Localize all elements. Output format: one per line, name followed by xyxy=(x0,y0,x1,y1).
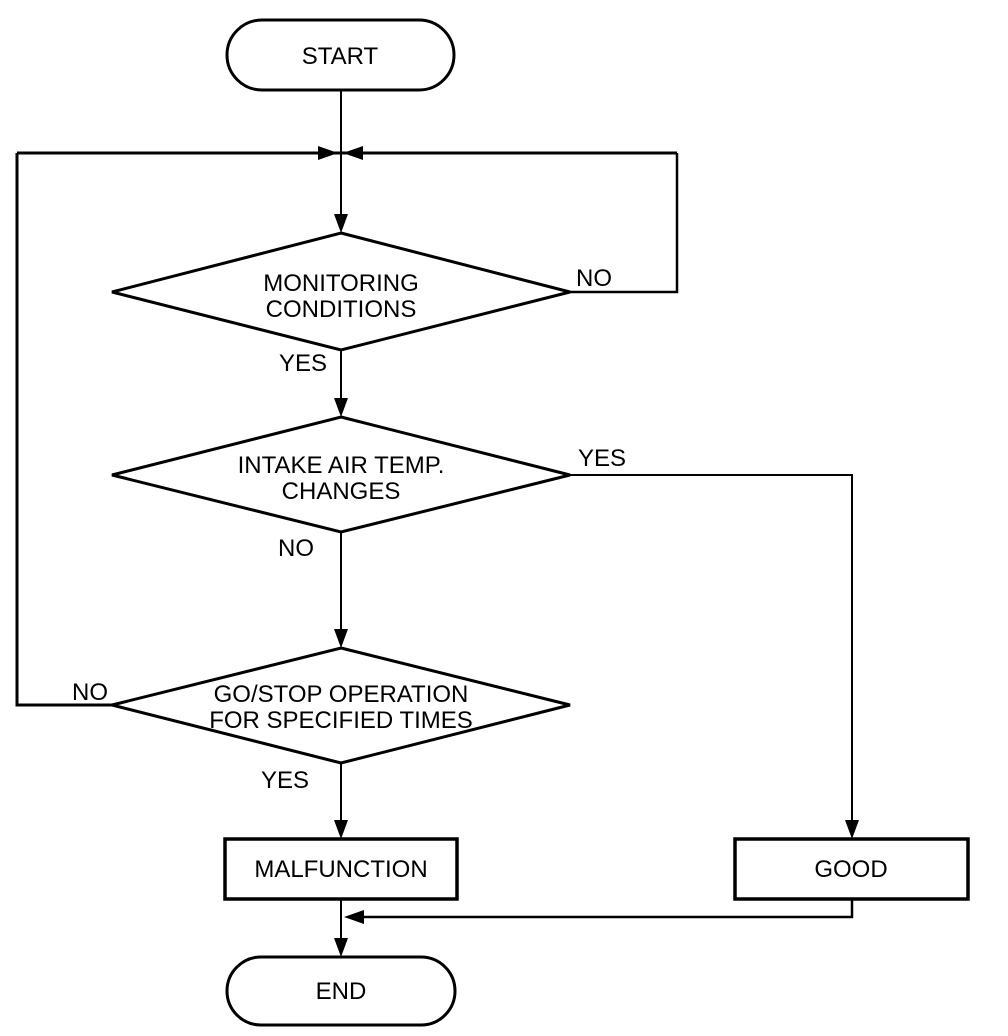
node-end: END xyxy=(225,955,457,1027)
edge-label-intake-yes: YES xyxy=(578,445,626,472)
node-start-label: START xyxy=(302,43,379,70)
edges xyxy=(15,90,854,954)
node-go-stop: GO/STOP OPERATION FOR SPECIFIED TIMES xyxy=(111,646,571,765)
arrowhead-into-gostop xyxy=(334,629,348,648)
node-good: GOOD xyxy=(733,837,970,901)
node-gostop-label-line1: GO/STOP OPERATION xyxy=(214,681,469,708)
node-malfunction: MALFUNCTION xyxy=(223,837,459,901)
edge-labels: NO YES YES NO NO YES xyxy=(72,265,626,794)
arrowhead-into-monitoring xyxy=(334,214,348,233)
process-shape xyxy=(733,837,970,901)
edge-monitoring-no-loop xyxy=(570,153,679,294)
edge-gostop-no-loop xyxy=(15,153,112,707)
terminator-shape xyxy=(225,18,456,92)
arrowhead-good-join xyxy=(344,910,364,924)
arrowhead-into-intake xyxy=(334,398,348,417)
arrowhead-into-good xyxy=(845,820,859,839)
node-gostop-label-line2: FOR SPECIFIED TIMES xyxy=(209,707,473,734)
node-monitoring-label-line2: CONDITIONS xyxy=(266,296,417,323)
edge-good-join xyxy=(360,899,854,919)
node-monitoring-label-line1: MONITORING xyxy=(263,270,419,297)
edge-intake-yes xyxy=(570,474,853,836)
terminator-shape xyxy=(225,955,457,1027)
edge-label-intake-no: NO xyxy=(278,535,314,562)
node-malfunction-label: MALFUNCTION xyxy=(254,856,427,883)
node-good-label: GOOD xyxy=(814,856,887,883)
arrowhead-into-end xyxy=(334,938,348,957)
edge-label-monitoring-no: NO xyxy=(576,265,612,292)
decision-shape xyxy=(111,646,571,765)
decision-shape xyxy=(111,231,571,352)
edge-label-gostop-no: NO xyxy=(72,679,108,706)
node-intake-label-line2: CHANGES xyxy=(282,478,401,505)
node-start: START xyxy=(225,18,456,92)
node-monitoring-conditions: MONITORING CONDITIONS xyxy=(111,231,571,352)
arrowhead-merge-from-right xyxy=(343,146,363,160)
node-intake-label-line1: INTAKE AIR TEMP. xyxy=(238,452,445,479)
arrowhead-into-malfunction xyxy=(334,820,348,839)
decision-shape xyxy=(111,415,571,534)
edge-label-gostop-yes: YES xyxy=(261,767,309,794)
node-end-label: END xyxy=(316,978,367,1005)
process-shape xyxy=(223,837,459,901)
arrowheads xyxy=(318,146,859,957)
arrowhead-merge-from-left xyxy=(318,146,338,160)
edge-label-monitoring-yes: YES xyxy=(279,350,327,377)
node-intake-air-temp: INTAKE AIR TEMP. CHANGES xyxy=(111,415,571,534)
